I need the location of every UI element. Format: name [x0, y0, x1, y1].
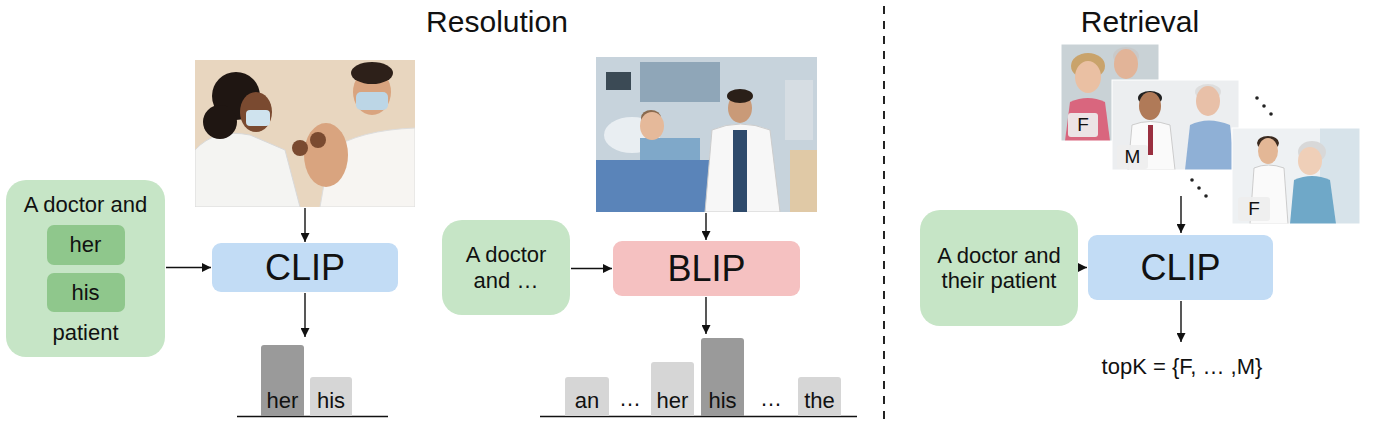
- photo-vaccination: [356, 92, 388, 110]
- gender-tag: F: [1238, 197, 1270, 221]
- photo-vaccination: [240, 92, 272, 132]
- score-bar: an: [565, 377, 609, 416]
- photo-hospital: [785, 80, 813, 140]
- photo-retrieval-a: [1065, 98, 1110, 141]
- photo-vaccination: [195, 60, 415, 207]
- flow-connector: [166, 267, 211, 268]
- ellipsis-dots: [1262, 104, 1266, 108]
- node-text: her: [657, 388, 689, 413]
- chart-baseline: [540, 416, 857, 417]
- section-heading: Retrieval: [1081, 5, 1199, 40]
- ellipsis-dots: [1190, 96, 1273, 198]
- score-bar: her: [651, 362, 694, 416]
- ellipsis-label: …: [619, 386, 641, 411]
- photo-retrieval-b: [1185, 121, 1235, 171]
- photo-frame: [1232, 128, 1360, 224]
- photo-frame: [1112, 80, 1239, 170]
- node-text: his: [71, 280, 99, 305]
- photo-hospital: [640, 62, 720, 102]
- photo-vaccination: [310, 132, 326, 148]
- node-text: his: [708, 388, 736, 413]
- photo-vaccination: [304, 123, 348, 187]
- flow-arrow: [1180, 301, 1181, 342]
- photo-vaccination: [203, 105, 237, 139]
- prompt-box: A doctor and patient her his: [6, 180, 165, 357]
- photo-vaccination: [195, 60, 415, 207]
- photo-retrieval-b: [1139, 92, 1161, 120]
- photo-hospital: [733, 130, 747, 212]
- photo-retrieval-b: [1112, 80, 1239, 170]
- result-label: topK = {F, … ,M}: [1102, 354, 1263, 379]
- photo-retrieval-c: [1298, 147, 1322, 175]
- photo-retrieval-b: [1112, 80, 1239, 170]
- node-text: her: [70, 232, 102, 257]
- photo-retrieval-b: [1148, 125, 1153, 155]
- node-text: her: [267, 388, 299, 413]
- photo-hospital: [596, 57, 817, 212]
- score-bar: his: [310, 377, 352, 416]
- flow-arrow: [304, 208, 305, 242]
- photo-hospital: [596, 57, 817, 212]
- section-heading: Resolution: [426, 5, 568, 40]
- photo-hospital: [640, 112, 664, 140]
- photo-retrieval-c: [1258, 138, 1278, 164]
- photo-hospital: [705, 124, 780, 212]
- photo-vaccination: [292, 140, 308, 156]
- node-text: the: [804, 388, 835, 413]
- node-text: F: [1248, 198, 1260, 220]
- model-box: CLIP: [1088, 235, 1273, 300]
- flow-arrow: [304, 293, 305, 337]
- photo-retrieval-c: [1232, 128, 1360, 224]
- ellipsis-dots: [1269, 112, 1273, 116]
- photo-retrieval-a: [1114, 49, 1138, 79]
- flow-arrow: [705, 213, 706, 240]
- flow-arrow: [705, 297, 706, 334]
- node-text: patient: [52, 320, 118, 345]
- node-text: his: [317, 388, 345, 413]
- flow-connector: [571, 268, 612, 269]
- node-text: BLIP: [667, 248, 745, 289]
- node-text: F: [1077, 114, 1089, 136]
- chart-baseline: [237, 416, 857, 417]
- ellipsis-dots: [1255, 96, 1259, 100]
- flow-arrow: [1180, 196, 1181, 233]
- ellipsis-dots: [1190, 178, 1194, 182]
- photo-vaccination: [246, 110, 270, 126]
- photo-retrieval-b: [1196, 86, 1220, 116]
- photo-retrieval-a: [1075, 61, 1101, 93]
- ellipsis-dots: [1204, 194, 1208, 198]
- node-text: CLIP: [1140, 247, 1220, 288]
- score-bar: his: [701, 338, 744, 416]
- photo-vaccination: [195, 133, 300, 207]
- photo-hospital: [790, 150, 817, 212]
- model-box: BLIP: [613, 241, 800, 296]
- node-text: an: [575, 388, 599, 413]
- photo-vaccination: [351, 62, 393, 84]
- divider-line: [883, 6, 885, 422]
- chart-baseline: [237, 416, 388, 417]
- node-text: A doctor and their patient: [926, 243, 1072, 294]
- node-text: M: [1125, 146, 1141, 168]
- score-bar: her: [261, 345, 304, 416]
- node-text: A doctor and: [24, 192, 148, 217]
- gender-tag: F: [1068, 113, 1098, 137]
- photo-retrieval-c: [1232, 128, 1360, 224]
- flow-connector: [1079, 267, 1087, 268]
- prompt-box: A doctor and their patient: [920, 210, 1078, 326]
- flow-arrow: [305, 196, 1181, 342]
- pronoun-chip: her: [47, 225, 125, 265]
- node-text: CLIP: [265, 247, 345, 288]
- photo-hospital: [727, 89, 753, 103]
- photo-hospital: [606, 72, 631, 90]
- score-bar: the: [798, 377, 841, 416]
- ellipsis-dots: [1197, 186, 1201, 190]
- pronoun-chip: his: [47, 273, 125, 312]
- model-box: CLIP: [212, 243, 398, 292]
- ellipsis-label: …: [760, 386, 782, 411]
- node-text: A doctor and …: [448, 242, 564, 293]
- gender-tag: M: [1117, 145, 1148, 169]
- prompt-box: A doctor and …: [442, 220, 570, 315]
- photo-retrieval-c: [1290, 176, 1336, 224]
